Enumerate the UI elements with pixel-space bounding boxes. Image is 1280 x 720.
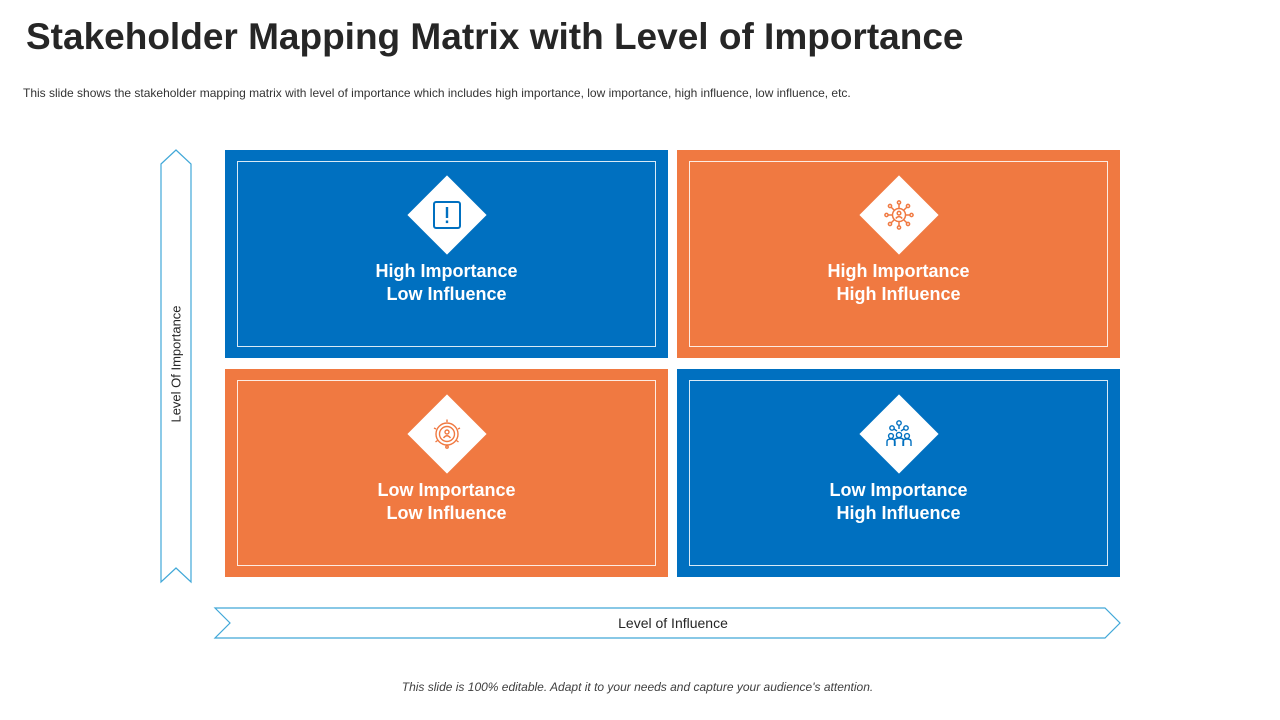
quadrant-label: High Importance High Influence [677, 260, 1120, 306]
page-title: Stakeholder Mapping Matrix with Level of… [26, 16, 964, 57]
network-person-icon [883, 199, 915, 231]
importance-axis-label: Level Of Importance [168, 305, 184, 423]
quadrant-inner-border [237, 161, 656, 347]
team-icon [883, 418, 915, 450]
influence-axis-arrow: Level of Influence [213, 606, 1123, 640]
quadrant-label-line1: High Importance [827, 261, 970, 281]
quadrant-label: Low Importance Low Influence [225, 479, 668, 525]
quadrant-high-importance-high-influence: High Importance High Influence [677, 150, 1120, 358]
influence-axis-label: Level of Influence [618, 615, 728, 631]
quadrant-label: Low Importance High Influence [677, 479, 1120, 525]
page-subtitle: This slide shows the stakeholder mapping… [23, 86, 851, 100]
quadrant-inner-border [689, 380, 1108, 566]
quadrant-label-line1: Low Importance [829, 480, 968, 500]
quadrant-label: High Importance Low Influence [225, 260, 668, 306]
quadrant-low-importance-low-influence: Low Importance Low Influence [225, 369, 668, 577]
quadrant-label-line1: High Importance [375, 261, 518, 281]
importance-axis-arrow [159, 148, 193, 584]
alert-icon [431, 199, 463, 231]
quadrant-inner-border [689, 161, 1108, 347]
footer-note: This slide is 100% editable. Adapt it to… [401, 680, 874, 694]
quadrant-label-line2: Low Influence [386, 503, 507, 523]
quadrant-low-importance-high-influence: Low Importance High Influence [677, 369, 1120, 577]
quadrant-inner-border [237, 380, 656, 566]
quadrant-label-line1: Low Importance [377, 480, 516, 500]
quadrant-label-line2: Low Influence [386, 284, 507, 304]
target-person-icon [431, 418, 463, 450]
quadrant-label-line2: High Influence [836, 284, 961, 304]
quadrant-label-line2: High Influence [836, 503, 961, 523]
quadrant-high-importance-low-influence: High Importance Low Influence [225, 150, 668, 358]
